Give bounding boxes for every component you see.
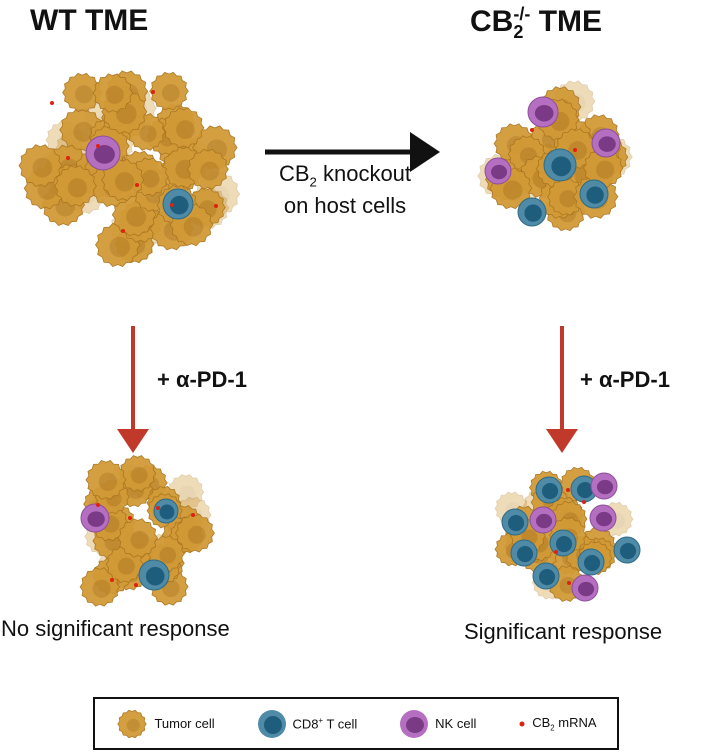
cb2-mrna-dot xyxy=(573,148,577,152)
cd8-t-cell xyxy=(153,498,179,524)
tumor-cell xyxy=(117,709,148,738)
nk-cell xyxy=(85,135,121,171)
nk-cell xyxy=(484,157,512,185)
knockout-label: CB2 knockout on host cells xyxy=(278,161,412,219)
cb2-mrna-dot xyxy=(50,101,54,105)
left-treatment-label: + α-PD-1 xyxy=(157,367,247,392)
wt-tme-title: WT TME xyxy=(30,4,149,37)
cb2-mrna-dot xyxy=(96,144,100,148)
mrna-dot-icon xyxy=(519,721,525,726)
tumor-cell xyxy=(149,71,189,111)
cd8-t-cell xyxy=(613,536,641,564)
cb2-mrna-dot xyxy=(582,500,586,504)
cd8-t-cell xyxy=(577,548,605,576)
cb2-mrna-dot xyxy=(567,581,571,585)
ko-treated-tumor-cluster xyxy=(494,466,641,602)
nk-cell xyxy=(527,96,559,128)
no-response-label: No significant response xyxy=(1,616,230,641)
cb2-mrna-dot xyxy=(214,204,218,208)
cb2-mrna-dot xyxy=(191,513,195,517)
cb2-mrna-dot xyxy=(96,503,100,507)
tumor-cell xyxy=(101,158,145,201)
nk-cell xyxy=(589,504,617,532)
legend-cd8: CD8+ T cell xyxy=(256,708,357,740)
legend: Tumor cell CD8+ T cell NK cell CB2 mRNA xyxy=(93,697,619,750)
cd8-t-cell xyxy=(532,562,560,590)
cb2-mrna-dot xyxy=(156,506,160,510)
cd8-t-cell xyxy=(549,529,577,557)
tumor-cell xyxy=(79,567,120,607)
tumor-cell xyxy=(62,72,103,113)
cd8-t-cell xyxy=(517,197,547,227)
tumor-cell xyxy=(147,535,185,572)
ko-tumor-cluster xyxy=(477,80,633,232)
cb2-mrna-dot xyxy=(530,128,534,132)
cd8-t-cell xyxy=(579,179,609,209)
cb2-mrna-dot xyxy=(151,90,155,94)
legend-tumor: Tumor cell xyxy=(115,707,215,741)
cb2-mrna-dot xyxy=(170,203,174,207)
cb2-mrna-dot xyxy=(566,488,570,492)
cd8-t-cell xyxy=(543,148,577,182)
cb2-mrna-dot xyxy=(128,516,132,520)
nk-cell xyxy=(591,128,621,158)
legend-nk: NK cell xyxy=(398,708,476,740)
cd8-t-cell xyxy=(535,476,563,504)
nk-cell xyxy=(590,472,618,500)
tumor-cell xyxy=(117,518,158,558)
response-label: Significant response xyxy=(464,619,663,644)
cb2-mrna-dot xyxy=(121,229,125,233)
cb2-mrna-dot xyxy=(66,156,70,160)
cd8-t-cell xyxy=(138,559,170,591)
tumor-cell xyxy=(175,513,215,553)
tumor-cell xyxy=(582,148,624,188)
tumor-cell-icon xyxy=(117,709,148,738)
nk-cell xyxy=(80,503,110,533)
tumor-cell xyxy=(162,107,205,149)
tumor-cell xyxy=(54,165,97,207)
cb2-ko-tme-title: CB2-/- TME xyxy=(470,4,603,42)
tumor-cell xyxy=(92,73,134,113)
nk-cell-icon xyxy=(400,709,429,738)
wt-tumor-cluster xyxy=(18,70,241,267)
nk-cell xyxy=(571,574,599,602)
cd8-t-cell-icon xyxy=(257,709,286,738)
tumor-cell xyxy=(85,460,127,500)
cb2-mrna-dot xyxy=(110,578,114,582)
cd8-t-cell xyxy=(510,539,538,567)
cb2-mrna-dot xyxy=(554,550,558,554)
cd8-t-cell xyxy=(162,188,194,220)
legend-mrna: CB2 mRNA xyxy=(517,715,597,732)
tumor-cell xyxy=(18,144,63,187)
right-treatment-label: + α-PD-1 xyxy=(580,367,670,392)
cb2-mrna-dot xyxy=(134,583,138,587)
nk-cell xyxy=(529,506,557,534)
cd8-t-cell xyxy=(501,508,529,536)
wt-treated-tumor-cluster xyxy=(79,455,215,607)
cb2-mrna-dot xyxy=(135,183,139,187)
tumor-cell xyxy=(186,148,229,190)
